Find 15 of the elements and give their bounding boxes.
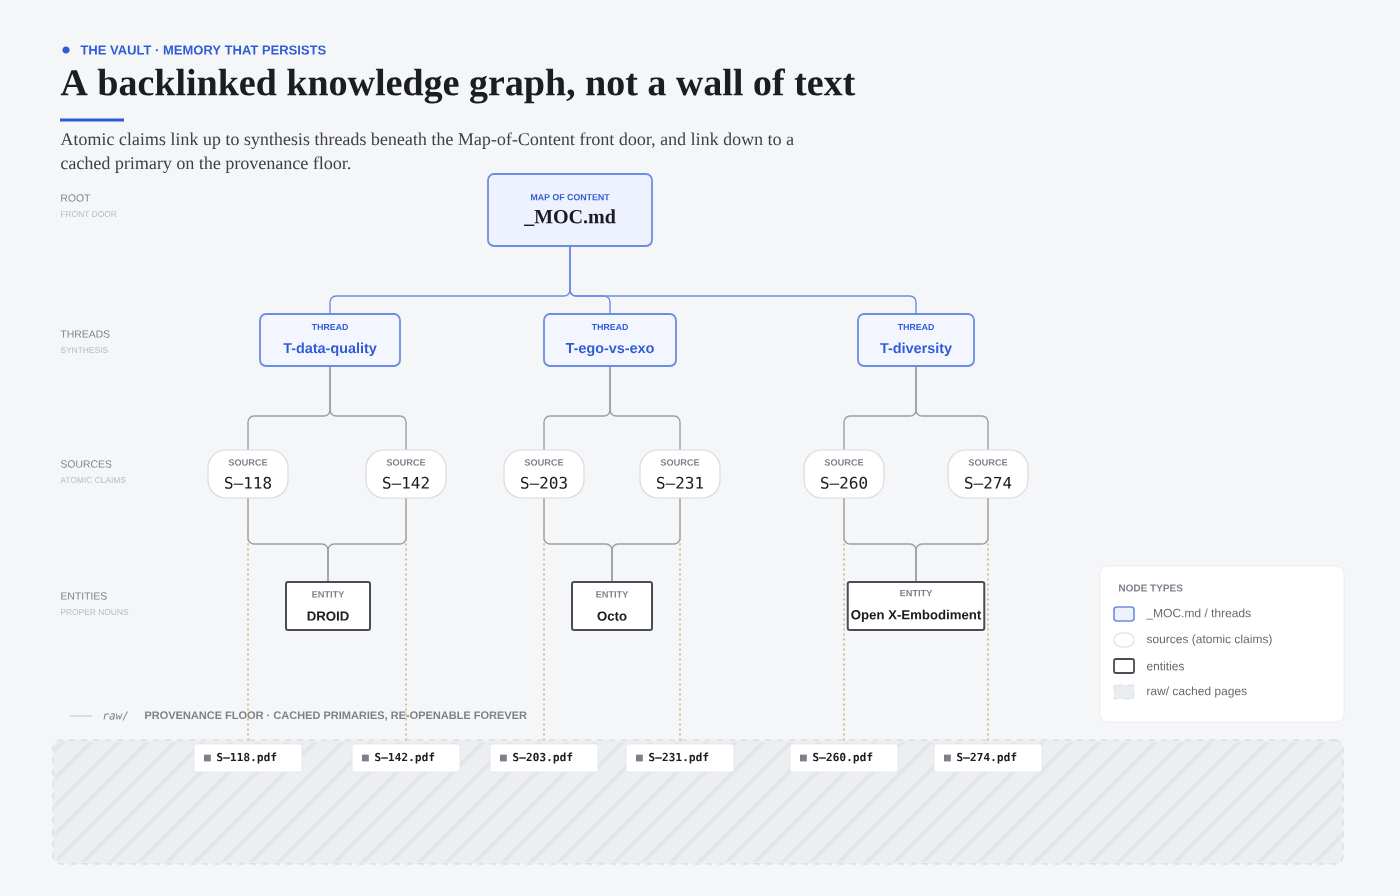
connector-line	[915, 366, 989, 451]
leader-line	[843, 497, 845, 745]
connector-line	[327, 497, 407, 582]
connector-line	[609, 366, 681, 451]
title: A backlinked knowledge graph, not a wall of text	[60, 68, 856, 104]
connector-line	[915, 497, 989, 582]
leader-line	[543, 497, 545, 745]
subtitle: Atomic claims link up to synthesis threads beneath the Map-of-Content front door, and link down to a cached primary on the provenance floor.	[60, 132, 794, 173]
connector-line	[329, 366, 407, 451]
connector-line	[611, 497, 681, 582]
connector-line	[569, 246, 917, 314]
leader-line	[405, 497, 407, 745]
leader-line	[987, 497, 989, 745]
leader-line	[247, 497, 249, 745]
leader-line	[679, 497, 681, 745]
